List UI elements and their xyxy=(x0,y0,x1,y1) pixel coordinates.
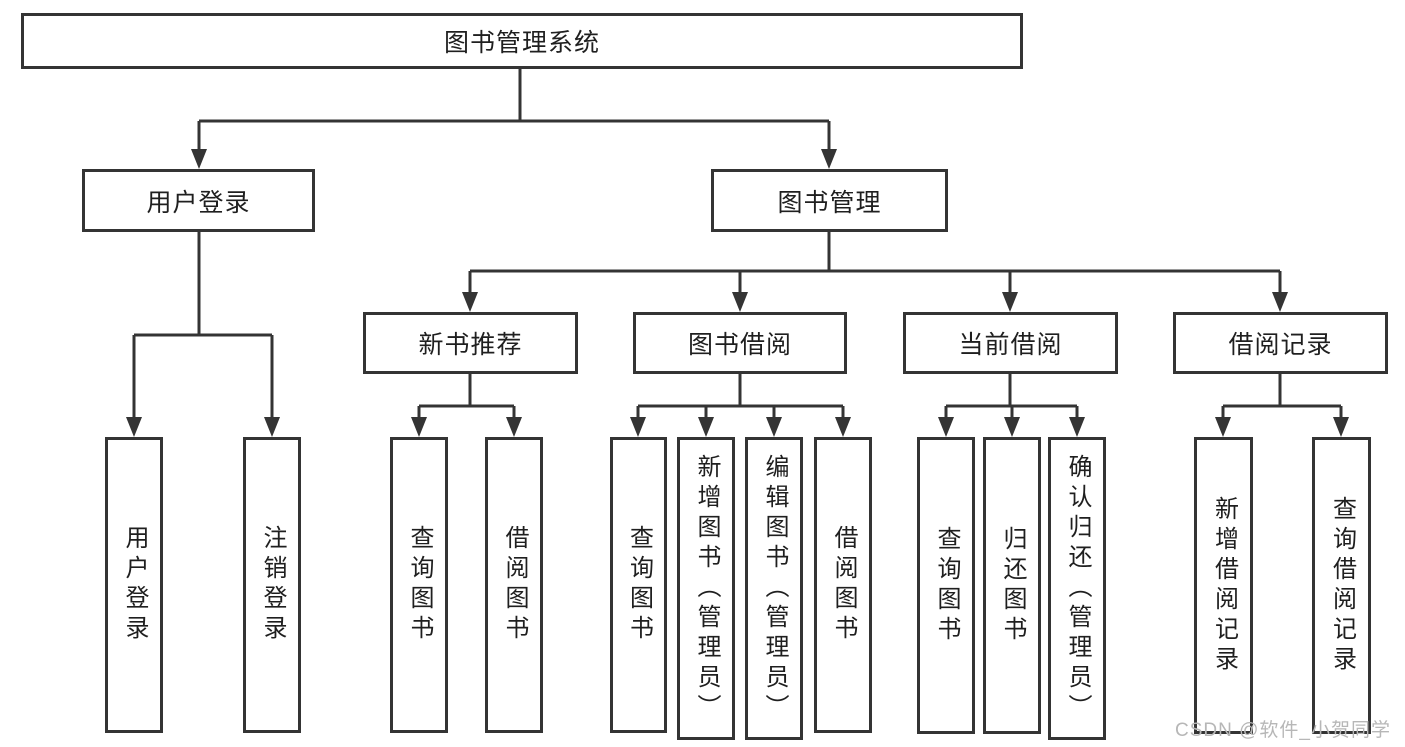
node-label: 图书管理系统 xyxy=(443,29,600,57)
node-label: 图书借阅 xyxy=(687,331,792,359)
node-label: 图书管理 xyxy=(777,188,882,217)
node-label: 查询图书 xyxy=(933,525,960,646)
node-label: 查询借阅记录 xyxy=(1328,495,1356,676)
leaf-add-borrow-record: 新增借阅记录 xyxy=(1194,437,1253,734)
node-label: 确认归还（管理员） xyxy=(1064,453,1091,724)
node-label: 用户登录 xyxy=(121,525,148,645)
node-borrowing-records: 借阅记录 xyxy=(1173,312,1388,374)
leaf-query-books-current: 查询图书 xyxy=(917,437,975,734)
node-label: 借阅记录 xyxy=(1228,331,1333,359)
leaf-query-books-borrowing: 查询图书 xyxy=(610,437,667,733)
node-label: 查询图书 xyxy=(625,525,653,645)
node-label: 借阅图书 xyxy=(501,525,528,645)
node-label: 用户登录 xyxy=(146,188,251,217)
node-label: 借阅图书 xyxy=(830,525,857,645)
leaf-return-book: 归还图书 xyxy=(983,437,1041,734)
leaf-edit-book-admin: 编辑图书（管理员） xyxy=(745,437,803,740)
node-book-borrowing: 图书借阅 xyxy=(633,312,847,374)
leaf-add-book-admin: 新增图书（管理员） xyxy=(677,437,735,740)
node-root-system: 图书管理系统 xyxy=(21,13,1023,69)
leaf-query-books-recommend: 查询图书 xyxy=(390,437,448,733)
node-label: 新增借阅记录 xyxy=(1210,495,1238,676)
node-current-borrowing: 当前借阅 xyxy=(903,312,1118,374)
node-label: 查询图书 xyxy=(406,525,433,645)
node-label: 编辑图书（管理员） xyxy=(761,453,788,724)
node-book-management: 图书管理 xyxy=(711,169,948,232)
leaf-borrow-books: 借阅图书 xyxy=(814,437,872,733)
node-new-book-recommend: 新书推荐 xyxy=(363,312,578,374)
arrowhead-icons xyxy=(126,149,1349,437)
node-label: 当前借阅 xyxy=(958,331,1063,359)
node-label: 新增图书（管理员） xyxy=(693,453,720,724)
leaf-confirm-return-admin: 确认归还（管理员） xyxy=(1048,437,1106,740)
leaf-logout: 注销登录 xyxy=(243,437,301,733)
node-label: 注销登录 xyxy=(259,525,286,645)
node-label: 新书推荐 xyxy=(418,331,523,359)
node-user-login: 用户登录 xyxy=(82,169,315,232)
watermark: CSDN @软件_小贺同学 xyxy=(1175,720,1391,741)
node-label: 归还图书 xyxy=(999,525,1026,646)
leaf-borrow-books-recommend: 借阅图书 xyxy=(485,437,543,733)
leaf-user-login: 用户登录 xyxy=(105,437,163,733)
leaf-query-borrow-record: 查询借阅记录 xyxy=(1312,437,1371,734)
